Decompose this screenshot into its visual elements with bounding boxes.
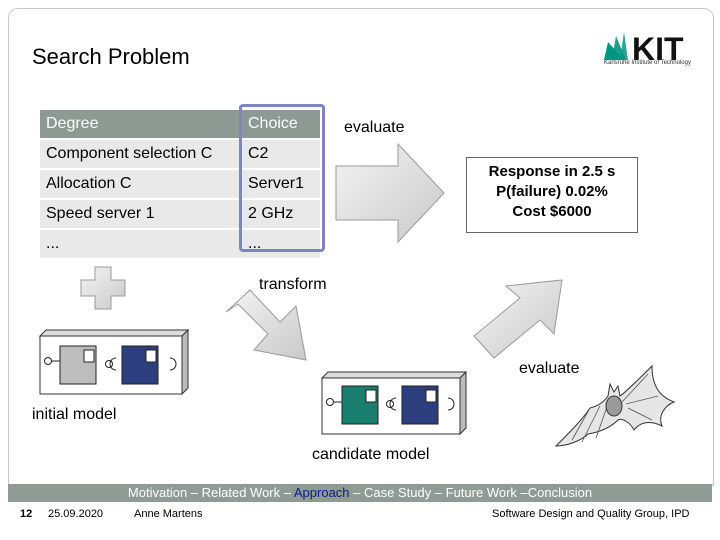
evaluation-result-box: Response in 2.5 s P(failure) 0.02% Cost … xyxy=(466,157,638,233)
degree-cell: ... xyxy=(40,230,242,258)
evaluate-arrow-diagonal xyxy=(473,279,563,359)
choice-cell: Server1 xyxy=(242,170,320,198)
table-row: Component selection C C2 xyxy=(40,140,320,168)
table-row: Allocation C Server1 xyxy=(40,170,320,198)
choice-cell: C2 xyxy=(242,140,320,168)
bat-icon xyxy=(554,364,676,447)
header-degree: Degree xyxy=(40,110,242,138)
table-row: ... ... xyxy=(40,230,320,258)
choice-cell: 2 GHz xyxy=(242,200,320,228)
result-cost: Cost $6000 xyxy=(512,203,592,220)
nav-post: – Case Study – Future Work –Conclusion xyxy=(349,485,593,500)
result-response: Response in 2.5 s xyxy=(488,163,616,180)
degree-cell: Allocation C xyxy=(40,170,242,198)
evaluate-label-top: evaluate xyxy=(344,119,405,136)
table-row: Speed server 1 2 GHz xyxy=(40,200,320,228)
result-failure: P(failure) 0.02% xyxy=(496,183,608,200)
transform-arrow xyxy=(225,289,307,361)
component-teal xyxy=(341,385,379,425)
choice-column-highlight xyxy=(239,104,325,252)
degree-cell: Speed server 1 xyxy=(40,200,242,228)
footer-date: 25.09.2020 xyxy=(48,508,104,520)
degree-choice-table: Degree Choice Component selection C C2 A… xyxy=(40,108,320,260)
slide-title: Search Problem xyxy=(32,44,190,69)
evaluate-arrow-right xyxy=(335,142,445,244)
page-number: 12 xyxy=(20,508,33,520)
choice-cell: ... xyxy=(242,230,320,258)
candidate-model-diagram xyxy=(320,370,468,436)
nav-current-section: Approach xyxy=(293,485,350,500)
kit-logo: KIT xyxy=(604,31,684,67)
footer-navigation: Motivation – Related Work – Approach – C… xyxy=(8,484,712,502)
logo-text: KIT xyxy=(632,31,684,67)
footer-author: Anne Martens xyxy=(134,508,203,520)
nav-pre: Motivation – Related Work – xyxy=(127,485,294,500)
degree-cell: Component selection C xyxy=(40,140,242,168)
footer-group: Software Design and Quality Group, IPD xyxy=(492,508,690,520)
logo-subtitle: Karlsruhe Institute of Technology xyxy=(604,60,691,66)
plus-icon xyxy=(80,266,126,310)
header-choice: Choice xyxy=(242,110,320,138)
initial-model-label: initial model xyxy=(32,406,117,423)
candidate-model-label: candidate model xyxy=(312,446,430,463)
table-header-row: Degree Choice xyxy=(40,110,320,138)
initial-model-diagram xyxy=(38,328,190,396)
evaluate-label-bottom: evaluate xyxy=(519,360,580,377)
transform-label: transform xyxy=(259,276,327,293)
